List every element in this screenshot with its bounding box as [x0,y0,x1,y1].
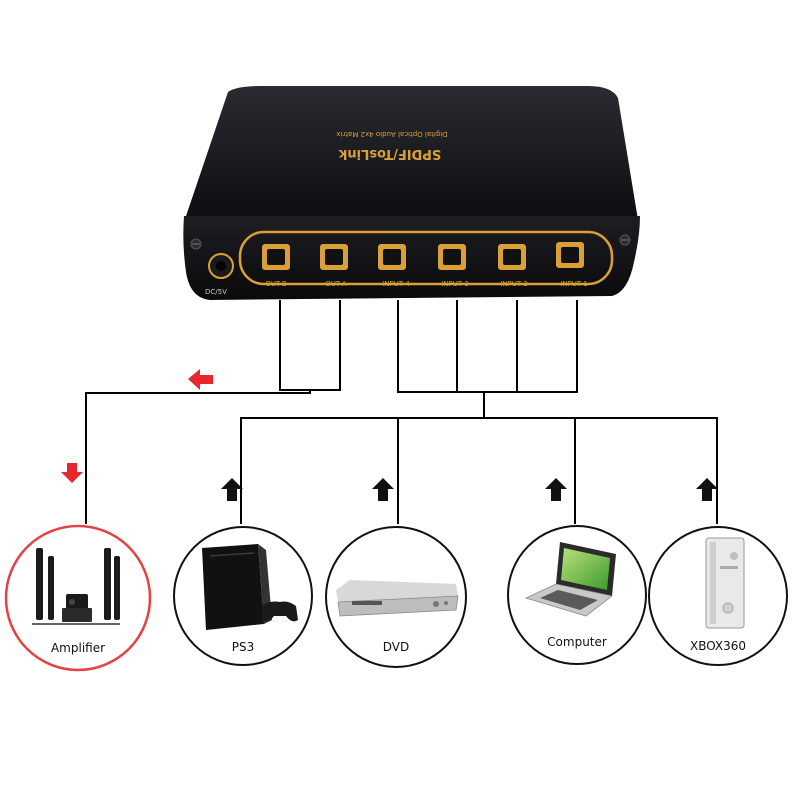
xbox-label: XBOX360 [690,639,746,653]
ps3-label: PS3 [232,640,255,654]
arrow-up-icon [696,478,718,501]
speaker-system-icon [32,548,120,625]
input-bus [397,300,578,393]
optical-port [320,244,348,270]
port-label-input-1: INPUT 1 [560,280,588,288]
amplifier-line [85,390,311,524]
device-top [184,86,638,222]
dvd-label: DVD [383,640,409,654]
arrow-up-icon [372,478,394,501]
arrow-down-red-icon [61,463,83,483]
ps3-console-icon [202,544,298,630]
optical-port [438,244,466,270]
port-label-out-b: OUT-B [265,280,287,288]
screw-icon [619,234,631,246]
arrow-up-icon [221,478,243,501]
amplifier-node: Amplifier [4,524,152,672]
laptop-icon [524,542,616,617]
dc-jack [208,253,234,279]
optical-port [262,244,290,270]
xbox360-console-icon [705,537,745,629]
optical-port [378,244,406,270]
port-label-out-a: OUT-A [325,280,347,288]
power-label: DC/5V [205,288,227,296]
port-panel-trim [238,230,614,286]
dvd-node: DVD [325,526,467,668]
arrow-left-red-icon [188,369,213,390]
arrow-up-icon [545,478,567,501]
device-front [183,216,641,300]
computer-label: Computer [547,635,607,649]
matrix-device: SPDIF/TosLink Digital Optical Audio 4x2 … [183,86,641,300]
optical-port [556,242,584,268]
optical-port [498,244,526,270]
connection-lines [85,300,718,524]
xbox-node: XBOX360 [648,526,788,666]
amplifier-label: Amplifier [51,641,105,655]
port-label-input-3: INPUT 3 [441,280,469,288]
device-brand: SPDIF/TosLink [338,146,441,161]
source-bus [240,417,718,524]
port-label-input-2: INPUT 2 [500,280,528,288]
output-bus [279,300,341,391]
device-subtitle: Digital Optical Audio 4x2 Matrix [336,130,447,138]
port-label-input-4: INPUT 4 [382,280,410,288]
screw-icon [190,238,202,250]
ps3-node: PS3 [173,526,313,666]
computer-node: Computer [507,525,647,665]
dvd-player-icon [336,580,459,617]
